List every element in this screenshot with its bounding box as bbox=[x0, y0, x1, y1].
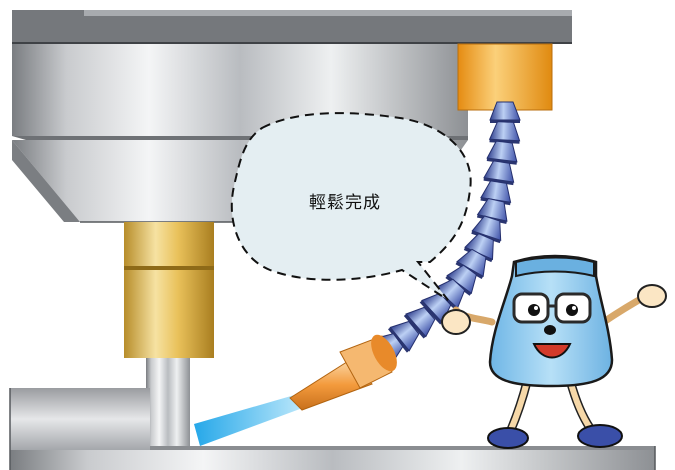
hose-fitting-block bbox=[457, 43, 553, 111]
hose-segment bbox=[488, 121, 521, 144]
nozzle bbox=[289, 334, 397, 411]
speech-bubble-text: 輕鬆完成 bbox=[309, 193, 381, 213]
hose-segment bbox=[483, 160, 515, 186]
coolant-spray bbox=[194, 394, 308, 446]
hose-segment bbox=[486, 140, 518, 165]
mascot-character bbox=[441, 254, 667, 449]
speech-bubble bbox=[230, 112, 472, 301]
hose-segment bbox=[403, 306, 436, 339]
